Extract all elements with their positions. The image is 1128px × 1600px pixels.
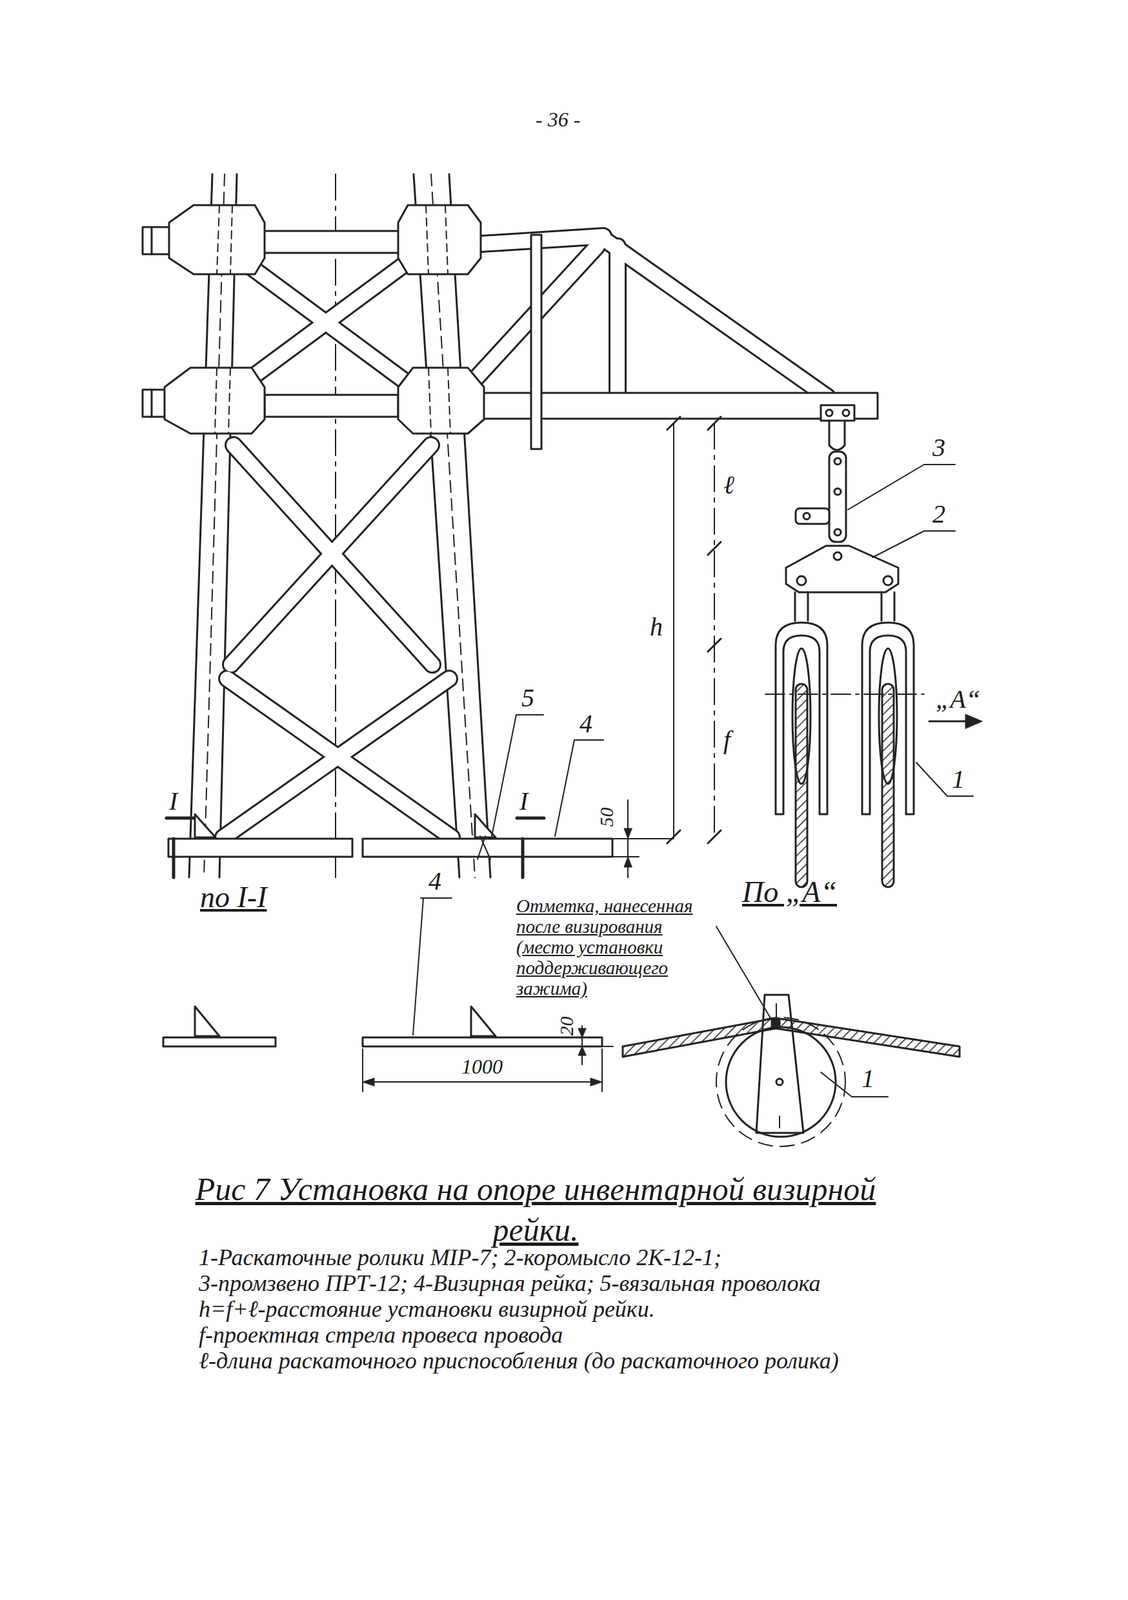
gusset xyxy=(398,367,484,434)
section-mark: I xyxy=(169,787,178,816)
bolt xyxy=(825,409,833,417)
roller-cheek xyxy=(756,995,804,1134)
link-tab xyxy=(795,508,830,524)
dimension-value: 1000 xyxy=(461,1055,503,1079)
axis-line xyxy=(334,174,337,878)
callout-number: 1 xyxy=(861,1064,875,1094)
legend-note: h=f+ℓ-расстояние установки визирной рейк… xyxy=(198,1297,655,1323)
dimension-line xyxy=(713,423,716,837)
dimension-arrow xyxy=(362,1028,603,1087)
section-mark: I xyxy=(519,787,528,816)
dimension-label: f xyxy=(721,725,733,755)
callout-number: 4 xyxy=(579,709,593,739)
legend-note: ℓ-длина раскаточного приспособления (до … xyxy=(198,1348,839,1375)
dimension-value: 20 xyxy=(555,1017,577,1037)
crossarm xyxy=(264,394,399,417)
level-line xyxy=(612,838,674,840)
brace-outline xyxy=(223,236,828,838)
sight-rail xyxy=(168,838,353,857)
page-number: - 36 - xyxy=(535,108,581,131)
shackle xyxy=(829,420,845,451)
dimension-line xyxy=(673,423,675,837)
hidden-line xyxy=(214,205,451,434)
tower-leg xyxy=(413,174,491,878)
sight-rail-section xyxy=(163,1037,276,1047)
figure-caption: Рис 7 Установка на опоре инвентарной виз… xyxy=(193,1169,878,1250)
leader-line xyxy=(491,715,544,837)
sight-rail-section xyxy=(362,1037,603,1047)
conductor xyxy=(622,1018,960,1058)
dimension-label: h xyxy=(647,613,665,642)
leader-line xyxy=(872,531,956,558)
bolt xyxy=(842,409,850,417)
callout-number: 3 xyxy=(932,433,946,463)
roller-wheel xyxy=(725,1027,836,1138)
callout-number: 2 xyxy=(932,500,946,529)
section-mark-line xyxy=(166,818,544,878)
view-arrow xyxy=(929,720,972,723)
legend-note: f-проектная стрела провеса провода xyxy=(198,1322,563,1349)
dimension-arrow xyxy=(624,828,632,868)
flange-stub xyxy=(151,227,153,417)
mounting-plate xyxy=(531,234,542,450)
leader-line xyxy=(412,898,452,1036)
tower-leg xyxy=(189,174,237,878)
roller xyxy=(862,592,914,888)
dimension-label: ℓ xyxy=(721,471,737,500)
view-title: По „А“ xyxy=(742,876,837,910)
legend-note: 1-Раскаточные ролики МIР-7; 2-коромысло … xyxy=(198,1245,722,1272)
gusset xyxy=(398,205,481,275)
view-arrow-head xyxy=(965,714,983,729)
flange-stub xyxy=(142,389,168,417)
callout-number: 1 xyxy=(951,765,965,794)
axle-line xyxy=(765,693,925,695)
link-plate xyxy=(829,451,846,543)
angle-clip xyxy=(194,814,496,838)
leader-line xyxy=(916,762,974,797)
dimension-tick xyxy=(667,416,721,844)
callout-number: 5 xyxy=(521,684,535,713)
view-title: по I-I xyxy=(200,881,267,915)
dimension-value: 50 xyxy=(595,807,617,828)
legend-note: 3-промзвено ПРТ-12; 4-Визирная рейка; 5-… xyxy=(198,1271,821,1298)
sight-mark xyxy=(771,1019,780,1029)
roller xyxy=(775,592,828,888)
hidden-line xyxy=(203,174,475,878)
clevis-bracket xyxy=(820,405,855,421)
angle-clip xyxy=(194,1006,496,1037)
leader-line xyxy=(820,1072,888,1098)
tie-wire xyxy=(477,836,491,860)
flange-stub xyxy=(142,227,170,255)
note: Отметка, нанесенная после визирования (м… xyxy=(516,895,714,999)
brace-fill xyxy=(223,236,828,838)
view-arrow-label: „А“ xyxy=(935,685,981,714)
leader-line xyxy=(716,926,771,1019)
callout-number: 4 xyxy=(428,867,442,896)
